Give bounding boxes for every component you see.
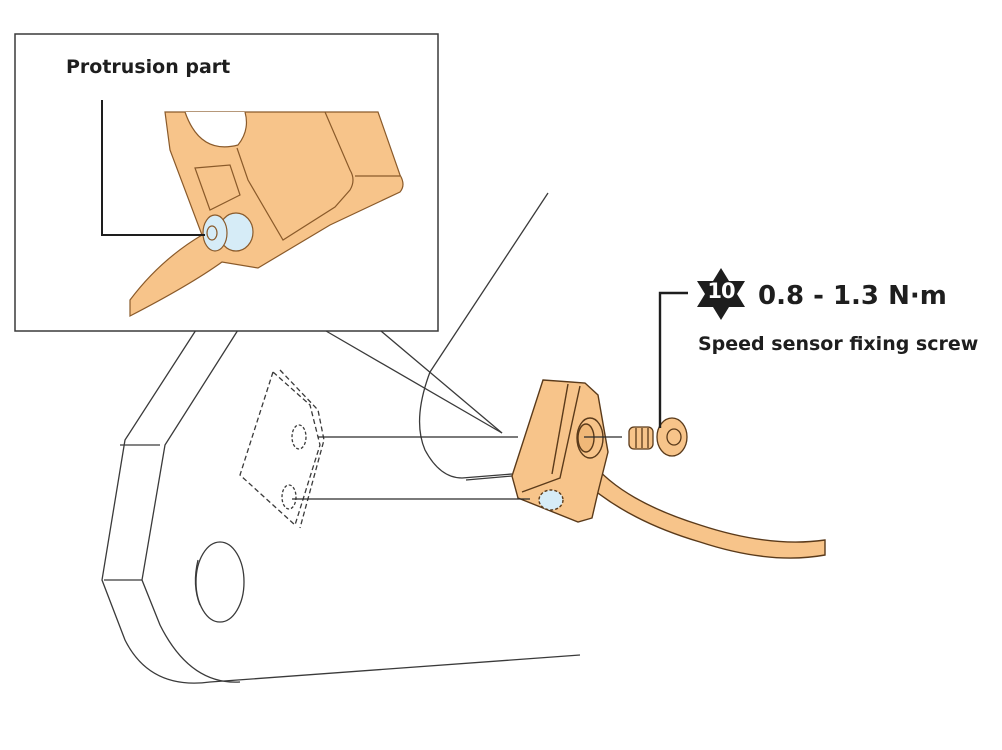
- screw-leader-line: [658, 291, 688, 428]
- torque-star-icon: [697, 268, 745, 320]
- torque-badge-number: 10: [707, 279, 735, 303]
- sensor-cable: [579, 458, 826, 559]
- protrusion-leader-line: [101, 100, 205, 236]
- fixing-screw-label: Speed sensor fixing screw: [698, 333, 979, 355]
- inset-pointer: [325, 330, 503, 434]
- speed-sensor: [511, 379, 826, 559]
- protrusion-part-label: Protrusion part: [66, 56, 231, 78]
- bike-frame: [101, 192, 581, 684]
- torque-spec-label: 0.8 - 1.3 N·m: [758, 281, 947, 311]
- inset-sensor-closeup: [129, 111, 404, 317]
- fixing-screw: [628, 417, 688, 457]
